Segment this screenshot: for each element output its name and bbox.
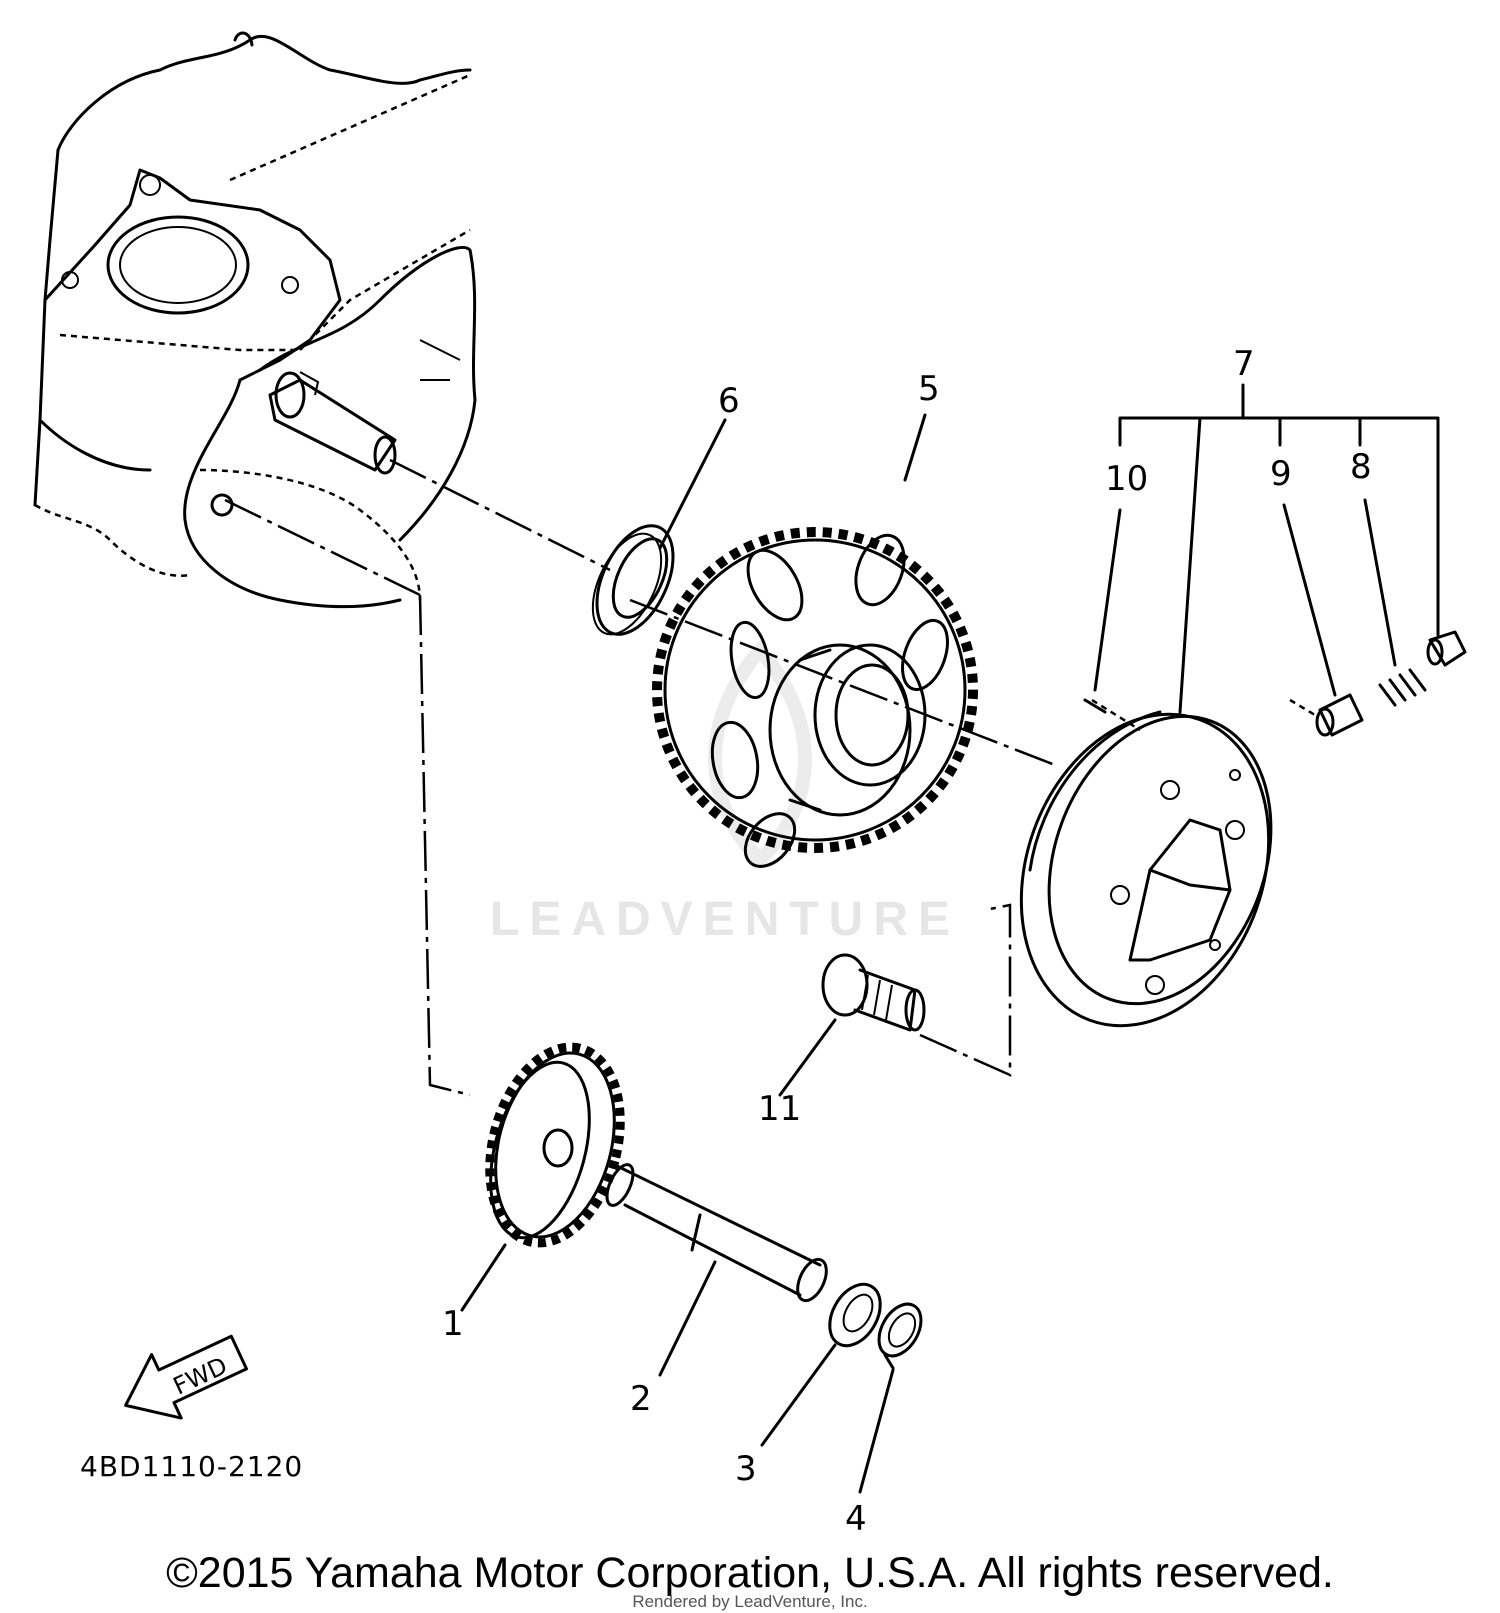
part-6-washer [591,524,675,636]
rendered-by-note: Rendered by LeadVenture, Inc. [632,1592,868,1611]
callout-3: 3 [735,1449,757,1489]
callout-8: 8 [1350,447,1372,487]
copyright-notice: ©2015 Yamaha Motor Corporation, U.S.A. A… [166,1549,1334,1597]
callout-5: 5 [918,369,940,409]
callout-2: 2 [630,1379,652,1419]
engine-crankcase [33,31,477,609]
callout-9: 9 [1270,454,1292,494]
part-3-washer [828,1282,882,1348]
part-11-bolt [821,953,926,1032]
part-7-cap [1426,630,1467,667]
part-5-starter-gear [652,527,978,868]
part-10-pin [1083,698,1107,714]
callout-10: 10 [1105,459,1148,499]
fwd-arrow-icon: FWD [124,1334,249,1420]
watermark: LEADVENTURE [490,639,960,946]
diagram-code: 4BD1110-2120 [80,1450,303,1483]
part-7-clutch-housing [1019,710,1273,1028]
part-2-shaft [605,1163,828,1303]
assembly-lines [224,458,1316,1097]
leader-lines [460,383,1440,1494]
callout-1: 1 [442,1304,464,1344]
part-4-circlip [877,1302,923,1370]
callout-7: 7 [1233,344,1255,384]
part-9-roller [1315,693,1364,737]
part-1-idler-gear [485,1042,625,1248]
callout-11: 11 [758,1089,801,1129]
callout-6: 6 [718,381,740,421]
part-8-spring [1378,668,1427,707]
svg-text:LEADVENTURE: LEADVENTURE [490,893,960,946]
callout-4: 4 [845,1499,867,1539]
fwd-label: FWD [169,1352,232,1401]
